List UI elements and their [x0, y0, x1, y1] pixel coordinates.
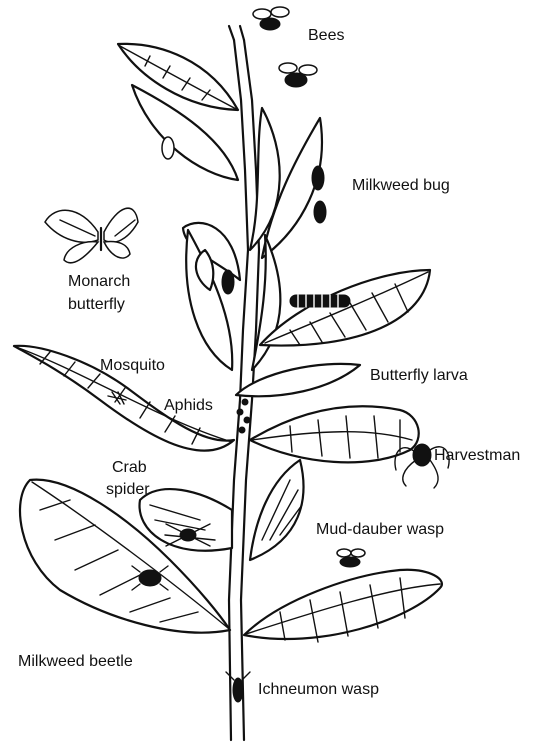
mud-dauber-wasp-icon: [337, 549, 365, 567]
label-ichneumon-wasp: Ichneumon wasp: [258, 680, 379, 699]
bee-icon: [253, 7, 289, 30]
label-mud-dauber-wasp: Mud-dauber wasp: [316, 520, 444, 539]
label-milkweed-bug: Milkweed bug: [352, 176, 450, 195]
right-mid-leaf: [250, 406, 419, 462]
label-butterfly-larva: Butterfly larva: [370, 366, 468, 385]
label-monarch-line2: butterfly: [68, 295, 125, 314]
caterpillar-icon: [290, 295, 350, 307]
label-bees: Bees: [308, 26, 344, 45]
milkweed-bug-icon: [222, 270, 234, 294]
lower-right-leaf: [244, 570, 442, 642]
label-mosquito: Mosquito: [100, 356, 165, 375]
label-crab-line2: spider: [106, 480, 150, 499]
upper-pods: [132, 85, 322, 280]
label-monarch-line1: Monarch: [68, 272, 130, 291]
label-milkweed-beetle: Milkweed beetle: [18, 652, 133, 671]
right-upper-leaf: [260, 270, 430, 346]
monarch-butterfly-icon: [45, 208, 138, 263]
label-aphids: Aphids: [164, 396, 213, 415]
top-left-leaf: [118, 44, 238, 110]
bee-icon: [279, 63, 317, 87]
crab-spider-leaves: [140, 460, 304, 560]
label-crab-line1: Crab: [112, 458, 147, 477]
label-harvestman: Harvestman: [434, 446, 520, 465]
